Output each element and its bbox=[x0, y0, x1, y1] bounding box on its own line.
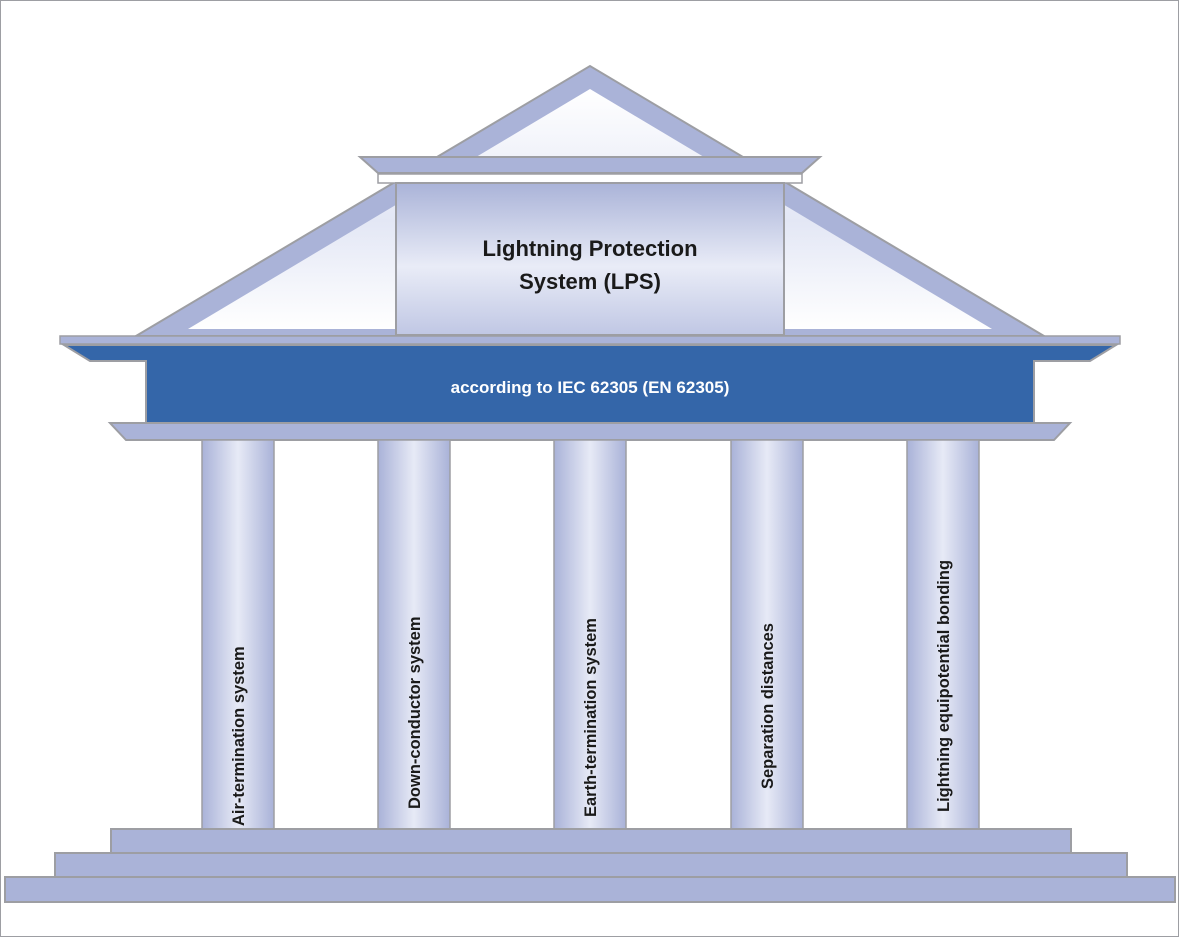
pillar-label: Down-conductor system bbox=[406, 616, 424, 809]
pillar-label: Earth-termination system bbox=[582, 618, 600, 817]
title-line1: Lightning Protection bbox=[482, 236, 697, 261]
title-line2: System (LPS) bbox=[519, 269, 661, 294]
pillar-label: Lightning equipotential bonding bbox=[935, 560, 953, 812]
upper-cornice-trim bbox=[377, 173, 803, 184]
step-top bbox=[110, 828, 1072, 854]
columns: Air-termination system Down-conductor sy… bbox=[201, 439, 980, 830]
title-box bbox=[395, 182, 785, 336]
standard-text: according to IEC 62305 (EN 62305) bbox=[451, 378, 730, 397]
pillar-label: Air-termination system bbox=[230, 646, 248, 826]
entablature-cap bbox=[59, 335, 1121, 345]
foundation-steps bbox=[4, 828, 1176, 903]
pillar-down-conductor: Down-conductor system bbox=[377, 439, 451, 830]
step-middle bbox=[54, 852, 1128, 878]
pillar-air-termination: Air-termination system bbox=[201, 439, 275, 830]
pillar-label: Separation distances bbox=[759, 623, 777, 789]
architrave bbox=[107, 422, 1073, 441]
step-bottom bbox=[4, 876, 1176, 903]
pillar-earth-termination: Earth-termination system bbox=[553, 439, 627, 830]
pillar-equipotential-bonding: Lightning equipotential bonding bbox=[906, 439, 980, 830]
pillar-separation-distances: Separation distances bbox=[730, 439, 804, 830]
upper-cornice bbox=[357, 156, 823, 174]
